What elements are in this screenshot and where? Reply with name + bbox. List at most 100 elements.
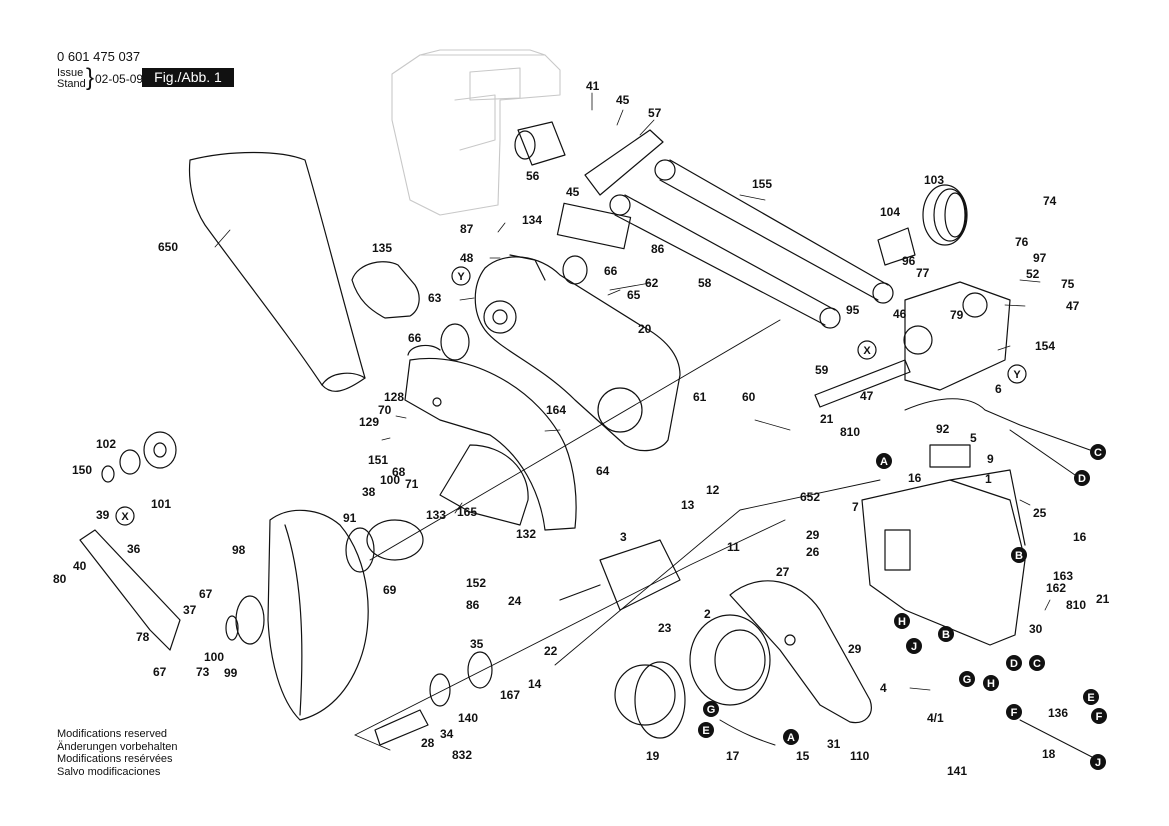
marker-j: J xyxy=(1095,757,1101,769)
callout-35: 35 xyxy=(470,637,484,651)
callout-34: 34 xyxy=(440,727,454,741)
callout-27: 27 xyxy=(776,565,790,579)
issue-labels: Issue Stand xyxy=(57,68,86,90)
note-line: Modifications reserved xyxy=(57,728,168,740)
callout-labels: 41 45 57 56 45 155 103 74 134 87 86 104 … xyxy=(53,79,1110,778)
callout-63: 63 xyxy=(428,291,442,305)
tube-bracket xyxy=(584,129,664,196)
callout-99: 99 xyxy=(224,666,238,680)
callout-45: 45 xyxy=(616,93,630,107)
issue-brace: } xyxy=(86,64,95,91)
callout-136: 136 xyxy=(1048,706,1068,720)
callout-40: 40 xyxy=(73,559,87,573)
callout-67: 67 xyxy=(199,587,213,601)
lower-blade-guard xyxy=(267,509,369,721)
callout-4: 4 xyxy=(880,681,887,695)
callout-26: 26 xyxy=(806,545,820,559)
callout-86: 86 xyxy=(651,242,665,256)
armature xyxy=(559,539,681,611)
callout-45: 45 xyxy=(566,185,580,199)
callout-41: 41 xyxy=(586,79,600,93)
callout-19: 19 xyxy=(646,749,660,763)
marker-g: G xyxy=(707,704,716,716)
callout-101: 101 xyxy=(151,497,171,511)
callout-128: 128 xyxy=(384,390,404,404)
callout-141: 141 xyxy=(947,764,967,778)
callout-31: 31 xyxy=(827,737,841,751)
callout-832: 832 xyxy=(452,748,472,762)
callout-64: 64 xyxy=(596,464,610,478)
handle xyxy=(729,580,872,724)
callout-16: 16 xyxy=(1073,530,1087,544)
callout-132: 132 xyxy=(516,527,536,541)
issue-label: Issue xyxy=(57,67,84,79)
callout-48: 48 xyxy=(460,251,474,265)
callout-68: 68 xyxy=(392,465,406,479)
callout-57: 57 xyxy=(648,106,662,120)
marker-x: X xyxy=(863,345,871,357)
callout-98: 98 xyxy=(232,543,246,557)
marker-j: J xyxy=(911,641,917,653)
sleeve-104 xyxy=(877,227,916,266)
slide-tubes xyxy=(609,159,894,329)
callout-155: 155 xyxy=(752,177,772,191)
note-line: Salvo modificaciones xyxy=(57,765,161,778)
callout-91: 91 xyxy=(343,511,357,525)
callout-23: 23 xyxy=(658,621,672,635)
callout-150: 150 xyxy=(72,463,92,477)
callout-78: 78 xyxy=(136,630,150,644)
callout-652: 652 xyxy=(800,490,820,504)
rear-bracket xyxy=(903,281,1011,391)
callout-5: 5 xyxy=(970,431,977,445)
marker-e: E xyxy=(702,725,709,737)
cables xyxy=(719,398,1093,758)
callout-21: 21 xyxy=(1096,592,1110,606)
callout-154: 154 xyxy=(1035,339,1055,353)
callout-134: 134 xyxy=(522,213,542,227)
callout-66: 66 xyxy=(604,264,618,278)
callout-38: 38 xyxy=(362,485,376,499)
callout-37: 37 xyxy=(183,603,197,617)
callout-58: 58 xyxy=(698,276,712,290)
elbow-135 xyxy=(351,261,420,319)
callout-86: 86 xyxy=(466,598,480,612)
marker-g: G xyxy=(963,674,972,686)
washers xyxy=(101,431,177,483)
callout-24: 24 xyxy=(508,594,522,608)
callout-151: 151 xyxy=(368,453,388,467)
motor-housing xyxy=(861,469,1026,646)
figure-badge: Fig./Abb. 1 xyxy=(142,68,234,87)
callout-103: 103 xyxy=(924,173,944,187)
stand-label: Stand xyxy=(57,78,86,90)
callout-6: 6 xyxy=(995,382,1002,396)
callout-2: 2 xyxy=(704,607,711,621)
callout-650: 650 xyxy=(158,240,178,254)
callout-110: 110 xyxy=(850,749,870,763)
marker-x: X xyxy=(121,511,129,523)
callout-104: 104 xyxy=(880,205,900,219)
callout-28: 28 xyxy=(421,736,435,750)
callout-79: 79 xyxy=(950,308,964,322)
marker-c: C xyxy=(1033,658,1041,670)
callout-152: 152 xyxy=(466,576,486,590)
marker-y: Y xyxy=(1013,369,1021,381)
callout-74: 74 xyxy=(1043,194,1057,208)
callout-73: 73 xyxy=(196,665,210,679)
group-frames xyxy=(354,319,881,751)
callout-102: 102 xyxy=(96,437,116,451)
callout-1: 1 xyxy=(985,472,992,486)
callout-80: 80 xyxy=(53,572,67,586)
callout-67: 67 xyxy=(153,665,167,679)
callout-162: 162 xyxy=(1046,581,1066,595)
callout-52: 52 xyxy=(1026,267,1040,281)
callout-3: 3 xyxy=(620,530,627,544)
marker-a: A xyxy=(880,456,888,468)
callout-70: 70 xyxy=(378,403,392,417)
shaft-59 xyxy=(814,359,911,408)
callout-16: 16 xyxy=(908,471,922,485)
callout-76: 76 xyxy=(1015,235,1029,249)
part-number: 0 601 475 037 xyxy=(57,49,141,64)
callout-100: 100 xyxy=(204,650,224,664)
note-line: Änderungen vorbehalten xyxy=(57,740,178,753)
